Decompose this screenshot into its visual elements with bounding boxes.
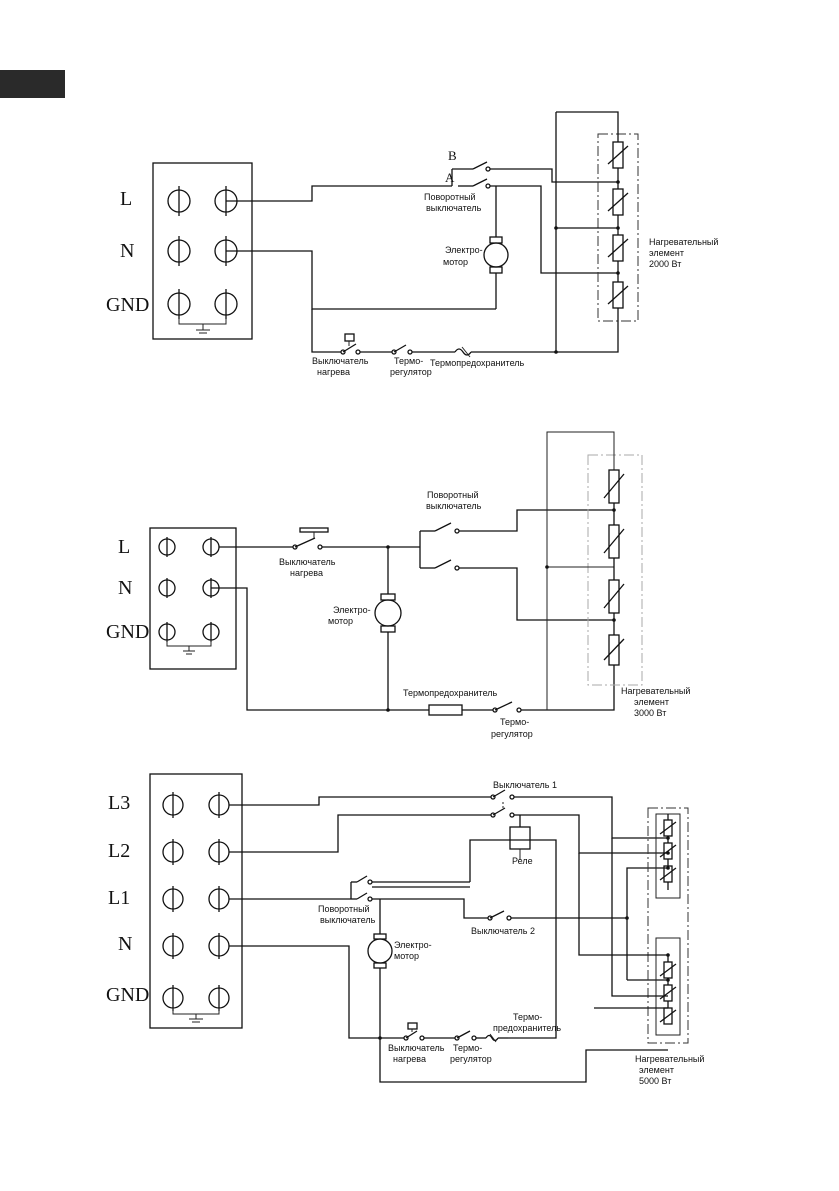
switch-1 <box>490 789 515 818</box>
motor-1 <box>483 242 509 268</box>
thermal-fuse-label: Термопредохранитель <box>403 688 498 698</box>
terminal-label-l2: L2 <box>108 840 130 862</box>
rotary-switch-label-1: Поворотный <box>318 904 370 914</box>
rotary-switch-3 <box>350 875 373 902</box>
switch-2 <box>487 910 512 921</box>
motor-label-2: мотор <box>443 257 468 267</box>
motor-label-1: Электро- <box>445 245 483 255</box>
heat-switch-label-2: нагрева <box>317 367 350 377</box>
heating-resistors-3 <box>659 814 677 1025</box>
switch-position-b: B <box>448 148 457 163</box>
ground-symbol <box>166 640 212 655</box>
heating-element-label-1: Нагревательный <box>649 237 718 247</box>
terminal-screws <box>167 186 238 319</box>
heat-switch-1 <box>340 333 361 355</box>
motor-label-1: Электро- <box>394 940 432 950</box>
diagram-3: L3 L2 L1 N GND <box>106 773 704 1086</box>
rotary-switch-label-2: выключатель <box>426 501 482 511</box>
thermostat-2 <box>492 701 522 713</box>
switch-2-label: Выключатель 2 <box>471 926 535 936</box>
terminal-label-gnd: GND <box>106 621 149 643</box>
terminal-label-n: N <box>118 577 132 599</box>
thermostat-label-2: регулятор <box>390 367 432 377</box>
heating-element-frame-3 <box>647 807 689 1044</box>
thermal-fuse-label: Термопредохранитель <box>430 358 525 368</box>
motor-label-1: Электро- <box>333 605 371 615</box>
motor-label-2: мотор <box>394 951 419 961</box>
heating-element-label-1: Нагревательный <box>635 1054 704 1064</box>
heating-resistors-1 <box>556 141 629 353</box>
terminal-block-2 <box>149 527 237 670</box>
terminal-screws <box>158 537 220 642</box>
heating-element-frame-2 <box>587 454 643 686</box>
heating-resistors-2 <box>603 469 625 666</box>
relay <box>509 826 531 850</box>
heating-element-label-2: элемент <box>639 1065 674 1075</box>
rotary-switch-label-1: Поворотный <box>424 192 476 202</box>
thermostat-label-1: Термо- <box>500 717 529 727</box>
terminal-label-n: N <box>120 240 134 262</box>
thermal-fuse-1 <box>454 346 472 358</box>
thermal-fuse-label-2: предохранитель <box>493 1023 561 1033</box>
diagram-2: L N GND Выключатель нагрева <box>106 431 690 739</box>
thermostat-label-1: Термо- <box>394 356 423 366</box>
thermostat-3 <box>454 1030 477 1041</box>
ground-symbol <box>172 1008 220 1023</box>
rotary-switch-label-1: Поворотный <box>427 490 479 500</box>
terminal-screws <box>162 792 230 1011</box>
heat-switch-2 <box>292 527 329 550</box>
switch-1-label: Выключатель 1 <box>493 780 557 790</box>
thermostat-1 <box>391 344 413 355</box>
thermostat-label-2: регулятор <box>450 1054 492 1064</box>
terminal-label-l1: L1 <box>108 887 130 909</box>
rotary-switch-2 <box>419 522 460 571</box>
heating-element-power-3: 5000 Вт <box>639 1076 671 1086</box>
terminal-label-gnd: GND <box>106 294 149 316</box>
heat-switch-3 <box>403 1022 425 1041</box>
thermal-fuse-3 <box>485 1033 499 1043</box>
heating-element-power-1: 2000 Вт <box>649 259 681 269</box>
rotary-switch-label-2: выключатель <box>426 203 482 213</box>
diagram-1: L N GND B A <box>106 111 718 377</box>
relay-label: Реле <box>512 856 533 866</box>
terminal-label-l: L <box>118 536 130 558</box>
heat-switch-label-1: Выключатель <box>388 1043 445 1053</box>
thermostat-label-2: регулятор <box>491 729 533 739</box>
heat-switch-label-2: нагрева <box>393 1054 426 1064</box>
heat-switch-label-1: Выключатель <box>279 557 336 567</box>
rotary-switch-label-2: выключатель <box>320 915 376 925</box>
heat-switch-label-1: Выключатель <box>312 356 369 366</box>
heating-element-power-2: 3000 Вт <box>634 708 666 718</box>
terminal-block-3 <box>149 773 243 1029</box>
terminal-label-gnd: GND <box>106 984 149 1006</box>
thermal-fuse-label-1: Термо- <box>513 1012 542 1022</box>
ground-symbol <box>178 319 227 334</box>
heat-switch-label-2: нагрева <box>290 568 323 578</box>
thermal-fuse-2 <box>428 704 463 716</box>
terminal-label-l3: L3 <box>108 792 130 814</box>
terminal-label-l: L <box>120 188 132 210</box>
motor-2 <box>374 599 402 627</box>
switch-position-a: A <box>445 170 455 185</box>
motor-3 <box>367 938 393 964</box>
motor-label-2: мотор <box>328 616 353 626</box>
rotary-switch-1: B A <box>445 148 491 189</box>
terminal-label-n: N <box>118 933 132 955</box>
heating-element-label-2: элемент <box>649 248 684 258</box>
thermostat-label-1: Термо- <box>453 1043 482 1053</box>
heating-element-label-2: элемент <box>634 697 669 707</box>
heating-element-label-1: Нагревательный <box>621 686 690 696</box>
page-tab-marker <box>0 70 65 98</box>
